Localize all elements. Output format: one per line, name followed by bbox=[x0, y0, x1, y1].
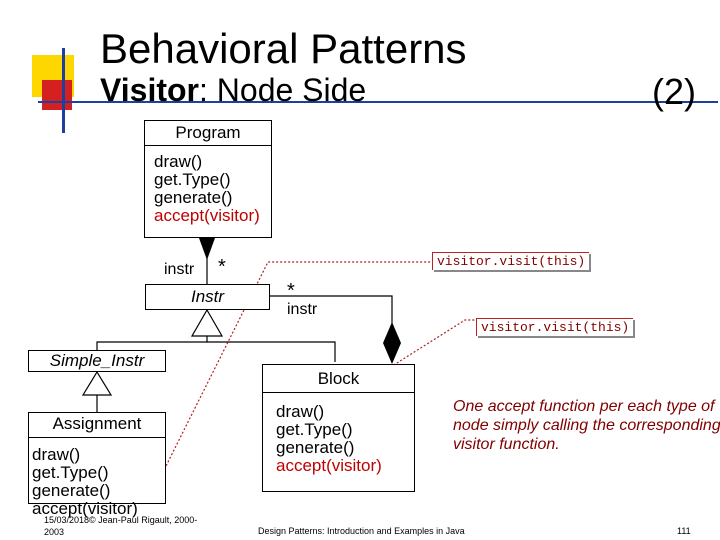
program-class bbox=[144, 120, 272, 238]
assignment-op-accept: accept(visitor) bbox=[32, 499, 138, 518]
program-op: generate() bbox=[154, 188, 233, 207]
simple-inherit-triangle bbox=[81, 370, 113, 396]
block-ops: draw() get.Type() generate() accept(visi… bbox=[276, 403, 382, 475]
program-class-name: Program bbox=[175, 123, 241, 142]
simple-instr-class-name: Simple_Instr bbox=[49, 351, 145, 370]
decor-red-square bbox=[42, 80, 72, 110]
instr-role-label: instr bbox=[164, 261, 195, 278]
program-op: get.Type() bbox=[154, 170, 231, 189]
block-diamond bbox=[383, 322, 401, 364]
assignment-ops: draw() get.Type() generate() accept(visi… bbox=[32, 446, 138, 518]
footer-copyright: 15/03/2018© Jean-Paul Rigault, 2000- 200… bbox=[44, 514, 197, 538]
footer-course-title: Design Patterns: Introduction and Exampl… bbox=[258, 526, 465, 536]
block-assoc-role: instr bbox=[287, 301, 318, 318]
block-op: get.Type() bbox=[276, 420, 353, 439]
block-divider bbox=[262, 392, 415, 393]
assignment-class bbox=[28, 412, 166, 504]
instr-class-name: Instr bbox=[190, 287, 225, 306]
note2-connector bbox=[274, 319, 476, 441]
inherit-to-block bbox=[207, 341, 336, 362]
assignment-class-name: Assignment bbox=[52, 414, 142, 433]
instr-multiplicity: * bbox=[218, 256, 226, 278]
block-assoc-multiplicity: * bbox=[287, 280, 295, 302]
block-op: generate() bbox=[276, 438, 355, 457]
inherit-to-simple bbox=[96, 336, 208, 350]
block-op-accept: accept(visitor) bbox=[276, 456, 382, 475]
instr-class bbox=[145, 284, 270, 310]
visitor-visit-note-2: visitor.visit(this) bbox=[476, 318, 634, 336]
simple-instr-class bbox=[28, 350, 166, 372]
footer-copyright-line2: 2003 bbox=[44, 527, 65, 537]
callout-text: One accept function per each type of nod… bbox=[453, 398, 720, 453]
footer-copyright-line1: 15/03/2018© Jean-Paul Rigault, 2000- bbox=[44, 515, 198, 525]
subtitle-rest: : Node Side bbox=[199, 72, 367, 108]
assignment-op: get.Type() bbox=[32, 463, 109, 482]
decor-horizontal-rule bbox=[38, 101, 718, 103]
footer-page-number: 111 bbox=[677, 526, 691, 536]
assignment-divider bbox=[28, 437, 166, 438]
assignment-op: draw() bbox=[32, 445, 81, 464]
note1-connector bbox=[149, 261, 432, 499]
program-divider bbox=[144, 145, 272, 146]
block-class-name: Block bbox=[317, 369, 360, 388]
program-ops: draw() get.Type() generate() accept(visi… bbox=[154, 153, 260, 225]
page-marker: (2) bbox=[652, 71, 696, 112]
block-op: draw() bbox=[276, 402, 325, 421]
assignment-op: generate() bbox=[32, 481, 111, 500]
block-class bbox=[262, 364, 415, 492]
subtitle-bold: Visitor bbox=[100, 72, 199, 108]
visitor-visit-note-1: visitor.visit(this) bbox=[432, 252, 590, 270]
decor-vertical-rule bbox=[62, 48, 65, 133]
slide-title: Behavioral Patterns bbox=[100, 25, 467, 72]
slide-subtitle: Visitor: Node Side bbox=[100, 70, 366, 110]
instr-inherit-triangle bbox=[190, 308, 224, 337]
program-op-accept: accept(visitor) bbox=[154, 206, 260, 225]
program-op: draw() bbox=[154, 152, 203, 171]
